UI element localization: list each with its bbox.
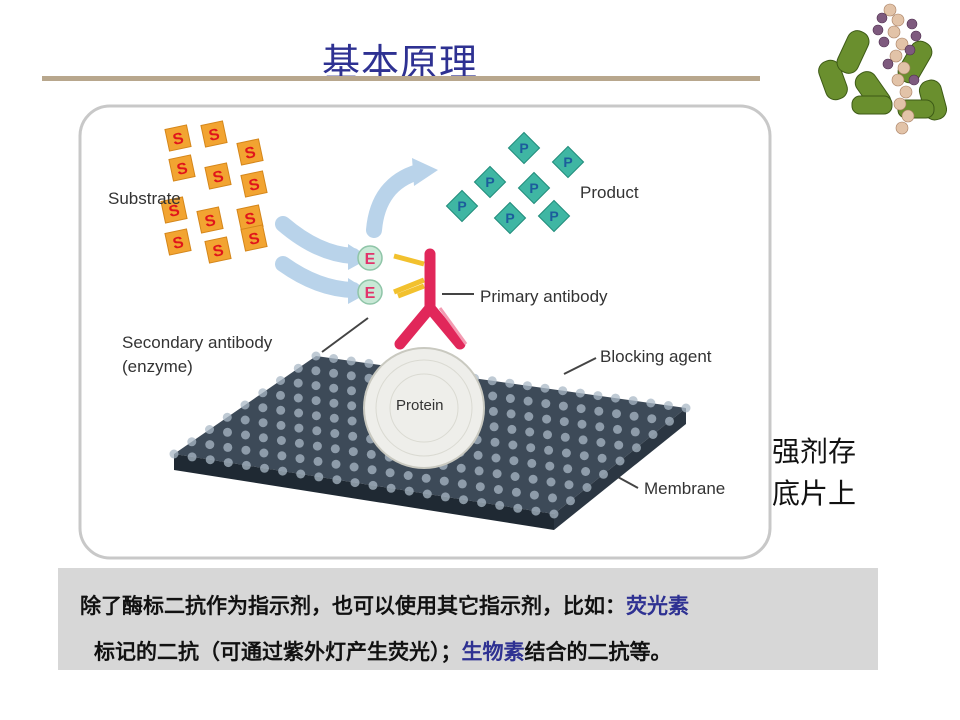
label-product: Product <box>580 183 639 202</box>
svg-text:S: S <box>211 242 225 261</box>
label-substrate: Substrate <box>108 189 181 208</box>
product-diamond: P <box>493 201 527 235</box>
secondary-antibody-arms <box>393 253 425 299</box>
enzyme-circle: E <box>357 279 383 305</box>
svg-text:S: S <box>207 126 221 145</box>
svg-text:S: S <box>203 212 217 231</box>
caption-line-2-end: 结合的二抗等。 <box>524 640 672 664</box>
product-diamond: P <box>473 165 507 199</box>
svg-text:S: S <box>247 176 261 195</box>
label-primary-antibody: Primary antibody <box>480 287 608 306</box>
side-text-line-1: 强剂存 <box>772 435 857 468</box>
svg-text:P: P <box>563 154 572 170</box>
product-diamond: P <box>551 145 585 179</box>
svg-text:S: S <box>243 210 257 229</box>
label-membrane: Membrane <box>644 479 725 498</box>
title-underline <box>42 76 760 81</box>
label-secondary-antibody: Secondary antibody <box>122 333 273 352</box>
svg-text:S: S <box>171 130 185 149</box>
svg-text:S: S <box>175 160 189 179</box>
substrate-square: S <box>204 236 232 264</box>
label-protein: Protein <box>396 397 444 414</box>
enzyme-markers: EE <box>357 245 383 305</box>
svg-text:E: E <box>365 251 376 268</box>
svg-text:P: P <box>457 198 466 214</box>
label-secondary-antibody-enzyme: (enzyme) <box>122 357 193 376</box>
caption-line-1: 除了酶标二抗作为指示剂，也可以使用其它指示剂，比如：荧光素 <box>80 590 689 620</box>
svg-text:P: P <box>505 210 514 226</box>
protein-structure-image <box>818 3 948 135</box>
svg-text:P: P <box>519 140 528 156</box>
label-blocking-agent: Blocking agent <box>600 347 712 366</box>
caption-highlight-fluorescein: 荧光素 <box>626 594 689 618</box>
protein-sphere <box>363 347 485 469</box>
substrate-arrow-upper <box>275 216 361 264</box>
svg-text:S: S <box>171 234 185 253</box>
substrate-square: S <box>164 124 192 152</box>
substrate-square: S <box>168 154 196 182</box>
product-diamond: P <box>445 189 479 223</box>
caption-line-1-text: 除了酶标二抗作为指示剂，也可以使用其它指示剂，比如： <box>80 594 626 618</box>
product-diamond: P <box>507 131 541 165</box>
side-text-line-2: 底片上 <box>772 477 857 510</box>
substrate-arrow-lower <box>275 256 361 298</box>
substrate-square: S <box>164 228 192 256</box>
substrate-square: S <box>236 138 264 166</box>
caption-highlight-biotin: 生物素 <box>461 640 525 664</box>
substrate-square: S <box>200 120 228 148</box>
svg-text:P: P <box>549 208 558 224</box>
svg-text:S: S <box>247 230 261 249</box>
caption-line-2: 标记的二抗（可通过紫外灯产生荧光）；生物素结合的二抗等。 <box>94 636 672 666</box>
svg-text:P: P <box>529 180 538 196</box>
svg-text:S: S <box>167 202 181 221</box>
svg-text:S: S <box>211 168 225 187</box>
substrate-square: S <box>204 162 232 190</box>
product-diamond: P <box>537 199 571 233</box>
product-arrow <box>366 164 426 238</box>
substrate-square: S <box>240 170 268 198</box>
primary-antibody <box>394 248 466 350</box>
caption-line-2-text: 标记的二抗（可通过紫外灯产生荧光）； <box>94 640 462 664</box>
caption-box: 除了酶标二抗作为指示剂，也可以使用其它指示剂，比如：荧光素 标记的二抗（可通过紫… <box>58 568 878 670</box>
svg-text:S: S <box>243 144 257 163</box>
svg-text:E: E <box>365 285 376 302</box>
substrate-square: S <box>160 196 188 224</box>
svg-text:P: P <box>485 174 494 190</box>
product-diamond: P <box>517 171 551 205</box>
substrate-square: S <box>240 224 268 252</box>
enzyme-circle: E <box>357 245 383 271</box>
substrate-square: S <box>196 206 224 234</box>
substrate-square: S <box>236 204 264 232</box>
